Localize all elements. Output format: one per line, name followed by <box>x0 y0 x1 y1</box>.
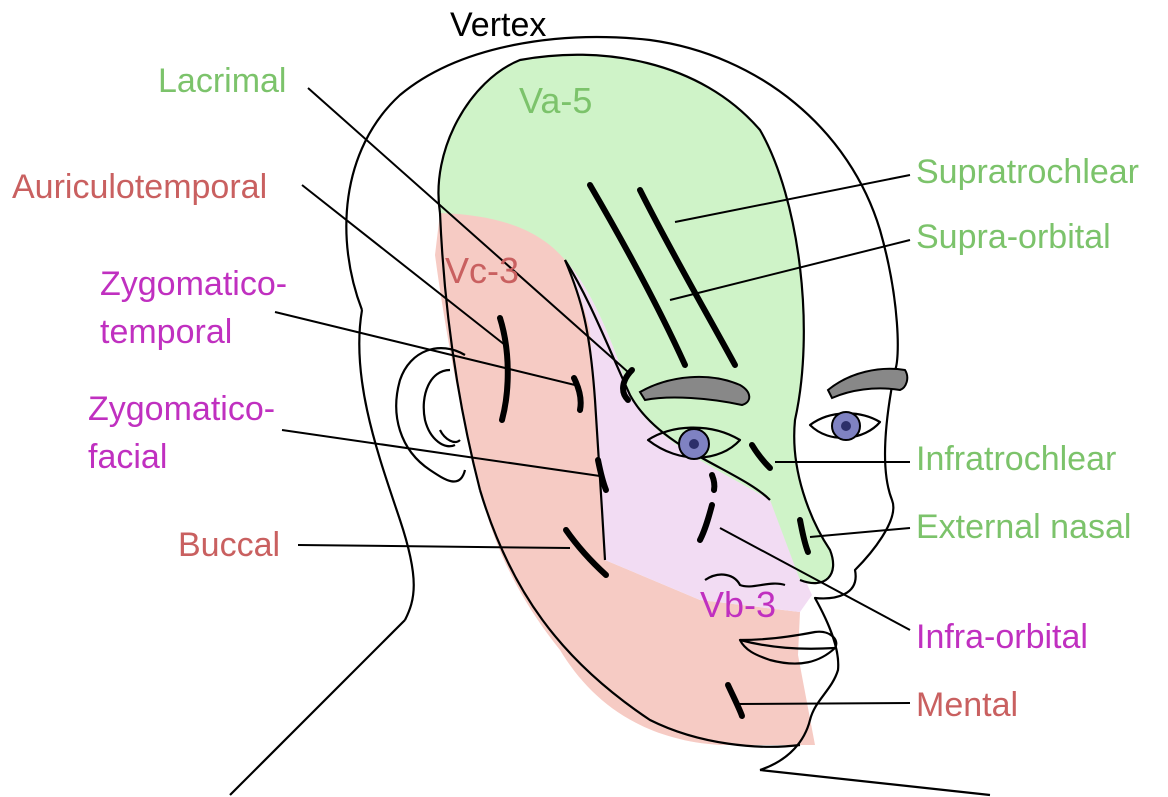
leader-mental <box>735 703 910 704</box>
label-vertex: Vertex <box>450 6 546 44</box>
label-zygomaticotemporal-line1: Zygomatico- <box>100 265 287 303</box>
label-supraorbital: Supra-orbital <box>916 218 1111 256</box>
zone-label-maxillary: Vb-3 <box>700 584 776 625</box>
label-buccal: Buccal <box>178 526 280 564</box>
label-zygomaticofacial-line2: facial <box>88 438 167 476</box>
neck-back <box>359 310 413 620</box>
leader-external-nasal <box>810 528 910 537</box>
label-auriculotemporal: Auriculotemporal <box>12 168 267 206</box>
ear-inner <box>424 370 455 446</box>
zone-label-ophthalmic: Va-5 <box>519 80 592 121</box>
label-zygomaticotemporal-line2: temporal <box>100 313 232 351</box>
label-lacrimal: Lacrimal <box>158 62 286 100</box>
label-infraorbital: Infra-orbital <box>916 618 1088 656</box>
label-infratrochlear: Infratrochlear <box>916 440 1116 478</box>
label-external-nasal: External nasal <box>916 508 1131 546</box>
right-eyebrow-icon <box>828 369 907 398</box>
left-pupil-icon <box>689 439 699 449</box>
shoulder-line <box>230 620 405 795</box>
zone-label-mandibular: Vc-3 <box>445 250 519 291</box>
label-supratrochlear: Supratrochlear <box>916 153 1139 191</box>
infraorbital-nerve-1 <box>712 475 714 490</box>
ear-tragus <box>440 430 460 442</box>
label-zygomaticofacial-line1: Zygomatico- <box>88 390 275 428</box>
neck-front <box>760 770 990 795</box>
label-mental: Mental <box>916 686 1018 724</box>
right-pupil-icon <box>841 421 851 431</box>
